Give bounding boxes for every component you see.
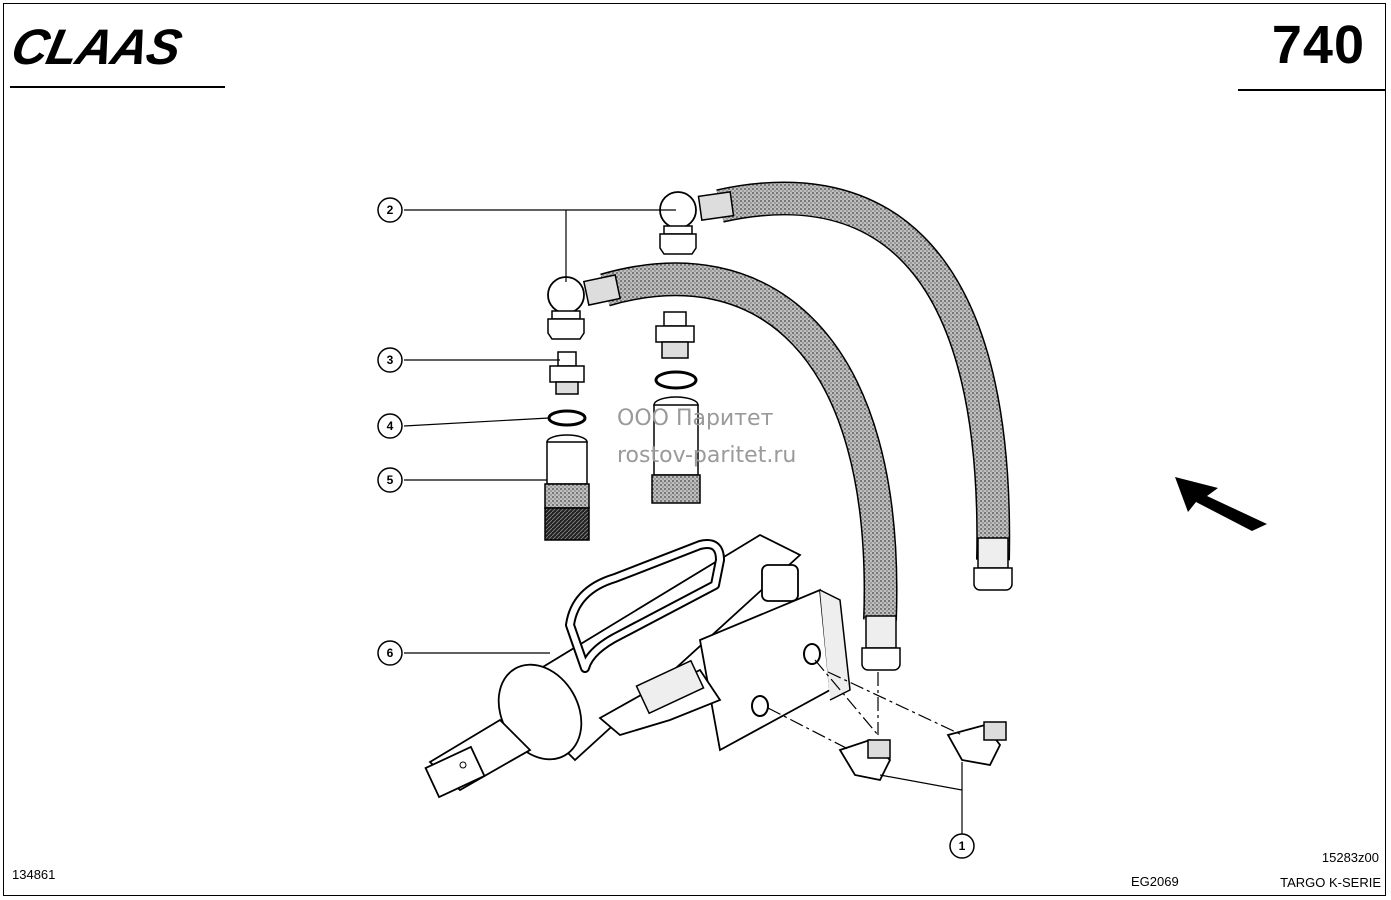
svg-text:CLAAS: CLAAS	[14, 22, 187, 70]
assembly-dash-lines	[767, 659, 963, 751]
watermark-site: rostov-paritet.ru	[617, 443, 797, 468]
quick-coupler-left	[544, 434, 590, 541]
adapter-nipple-left	[549, 351, 585, 395]
banjo-fitting-upper	[659, 191, 697, 255]
page-frame	[3, 3, 1386, 896]
leader-lines	[403, 209, 963, 834]
seal-ring-left	[547, 409, 587, 427]
quick-coupler-right	[651, 396, 701, 504]
callout-6: 6	[377, 640, 403, 666]
svg-text:3: 3	[387, 353, 394, 367]
svg-text:6: 6	[387, 646, 394, 660]
banjo-fitting-lower	[547, 276, 585, 340]
callout-3: 3	[377, 347, 403, 373]
callout-2: 2	[377, 197, 403, 223]
page-number: 740	[1271, 15, 1365, 75]
logo-rule	[10, 86, 225, 88]
hose-upper	[697, 181, 1013, 591]
adapter-nipple-right	[655, 311, 695, 359]
hydraulic-cylinder-assembly	[424, 533, 851, 799]
callout-5: 5	[377, 467, 403, 493]
svg-text:1: 1	[959, 839, 966, 853]
page-number-rule	[1238, 89, 1386, 91]
direction-arrow-icon	[1175, 477, 1267, 531]
elbow-fitting-left	[838, 738, 892, 782]
callout-1: 1	[949, 833, 975, 859]
watermark-company: ООО Паритет	[617, 406, 774, 431]
footer-left-code: 134861	[12, 867, 56, 882]
footer-series: TARGO K-SERIE	[1280, 875, 1381, 890]
claas-logo: CLAAS	[14, 22, 187, 70]
callout-4: 4	[377, 413, 403, 439]
svg-text:5: 5	[387, 473, 394, 487]
hose-lower	[582, 262, 901, 671]
elbow-fitting-right	[946, 721, 1007, 767]
svg-text:4: 4	[387, 419, 394, 433]
footer-middle-code: EG2069	[1131, 874, 1179, 889]
svg-text:2: 2	[387, 203, 394, 217]
seal-ring-right	[654, 370, 698, 390]
footer-right-code: 15283z00	[1321, 850, 1379, 865]
watermark: ООО Паритет rostov-paritet.ru	[617, 400, 796, 474]
